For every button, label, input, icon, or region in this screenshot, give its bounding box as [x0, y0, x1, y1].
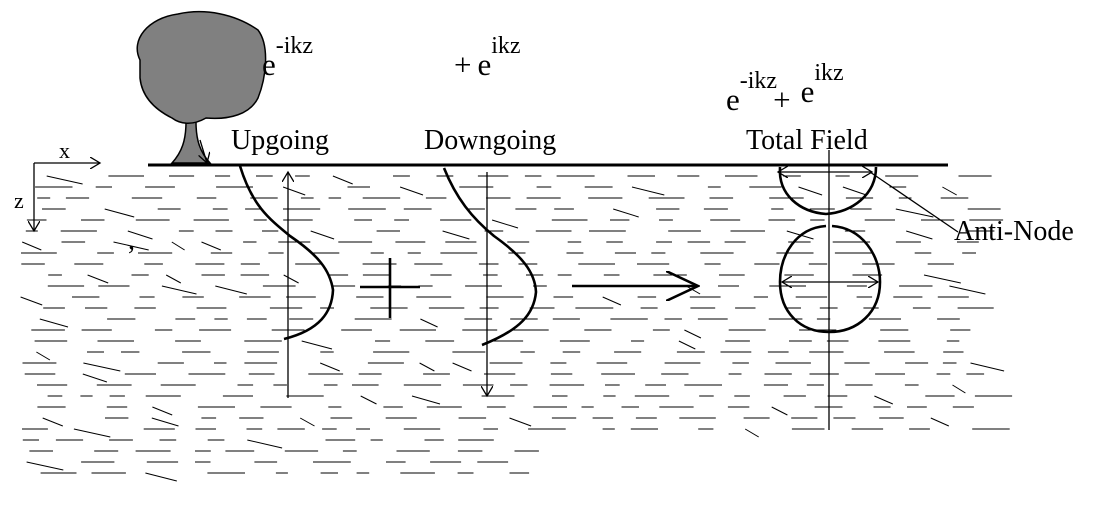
axis-z-label: z [14, 188, 24, 213]
hatch-dash [310, 230, 335, 240]
hatch-dash [161, 285, 197, 295]
hatch-dash [923, 274, 961, 284]
tree-canopy [136, 11, 267, 124]
hatch-dash [930, 417, 950, 427]
subsurface-hatching [20, 175, 1013, 482]
hatch-dash [771, 406, 788, 416]
hatch-dash [491, 219, 519, 229]
axes: x z [14, 138, 100, 231]
hatch-dash [906, 230, 933, 240]
hatch-dash [949, 285, 986, 295]
axis-x-label: x [59, 138, 70, 163]
hatch-dash [442, 230, 470, 240]
hatch-dash [420, 318, 438, 328]
upgoing-wave: e-ikz Upgoing [231, 33, 335, 398]
hatch-dash [411, 395, 441, 405]
hatch-dash [509, 417, 532, 427]
hatch-dash [419, 362, 435, 372]
total-field-lobe-upper [778, 166, 878, 216]
hatch-dash [39, 318, 69, 328]
hatch-dash [613, 208, 639, 218]
hatch-dash [83, 362, 121, 372]
hatch-dash [301, 340, 333, 350]
hatch-dash [299, 417, 315, 427]
hatch-dash [942, 186, 957, 196]
hatch-dash [165, 274, 182, 284]
hatch-dash [201, 241, 221, 251]
hatch-dash [798, 186, 823, 196]
total-field-lobe-lower [778, 224, 882, 334]
hatch-dash [452, 362, 472, 372]
hatch-dash [684, 329, 702, 339]
total-exponent: e-ikz+eikz [726, 60, 844, 117]
hatch-dash [282, 186, 306, 196]
tree-icon [136, 11, 267, 164]
hatch-dash [631, 186, 665, 196]
anti-node-label: Anti-Node [954, 216, 1074, 247]
hatch-dash [283, 274, 299, 284]
upgoing-exponent: e-ikz [262, 33, 313, 82]
hatch-dash [22, 241, 42, 251]
downgoing-label: Downgoing [424, 125, 556, 156]
hatch-dash [842, 186, 867, 196]
hatch-dash [20, 296, 43, 306]
hatch-dash [46, 175, 83, 185]
tree-root-arrow [200, 139, 207, 163]
hatch-dash [399, 186, 424, 196]
hatch-dash [970, 362, 1005, 372]
hatch-dash [171, 241, 185, 251]
total-field: e-ikz+eikz Total Field [726, 60, 882, 430]
hatch-dash [895, 208, 934, 218]
upgoing-wave-curve [238, 165, 335, 341]
hatch-dash [36, 351, 51, 361]
hatch-dash [104, 208, 135, 218]
hatch-dash [215, 285, 247, 295]
hatch-dash [113, 241, 149, 251]
hatch-dash [87, 274, 109, 284]
hatch-dash [332, 175, 353, 185]
downgoing-exponent: +eikz [454, 33, 521, 82]
anti-node-pointer [869, 171, 959, 233]
hatch-dash [127, 230, 153, 240]
tree-trunk [170, 121, 212, 164]
hatch-dash [874, 395, 893, 405]
hatch-dash [247, 439, 283, 449]
hatch-dash [952, 384, 966, 394]
downgoing-wave: +eikz Downgoing [424, 33, 556, 396]
hatch-dash [73, 428, 111, 438]
hatch-dash [82, 373, 108, 383]
hatch-dash [26, 461, 64, 471]
total-field-label: Total Field [746, 125, 868, 156]
stray-comma: , [128, 225, 135, 256]
plus-sign-symbol [360, 258, 420, 318]
downgoing-wave-curve [442, 167, 538, 347]
upgoing-label: Upgoing [231, 125, 329, 156]
hatch-dash [151, 417, 179, 427]
hatch-dash [42, 417, 63, 427]
hatch-dash [152, 406, 173, 416]
hatch-dash [320, 362, 340, 372]
hatch-dash [744, 428, 759, 438]
hatch-dash [602, 296, 622, 306]
hatch-dash [678, 340, 696, 350]
hatch-dash [360, 395, 377, 405]
hatch-dash [145, 472, 177, 482]
